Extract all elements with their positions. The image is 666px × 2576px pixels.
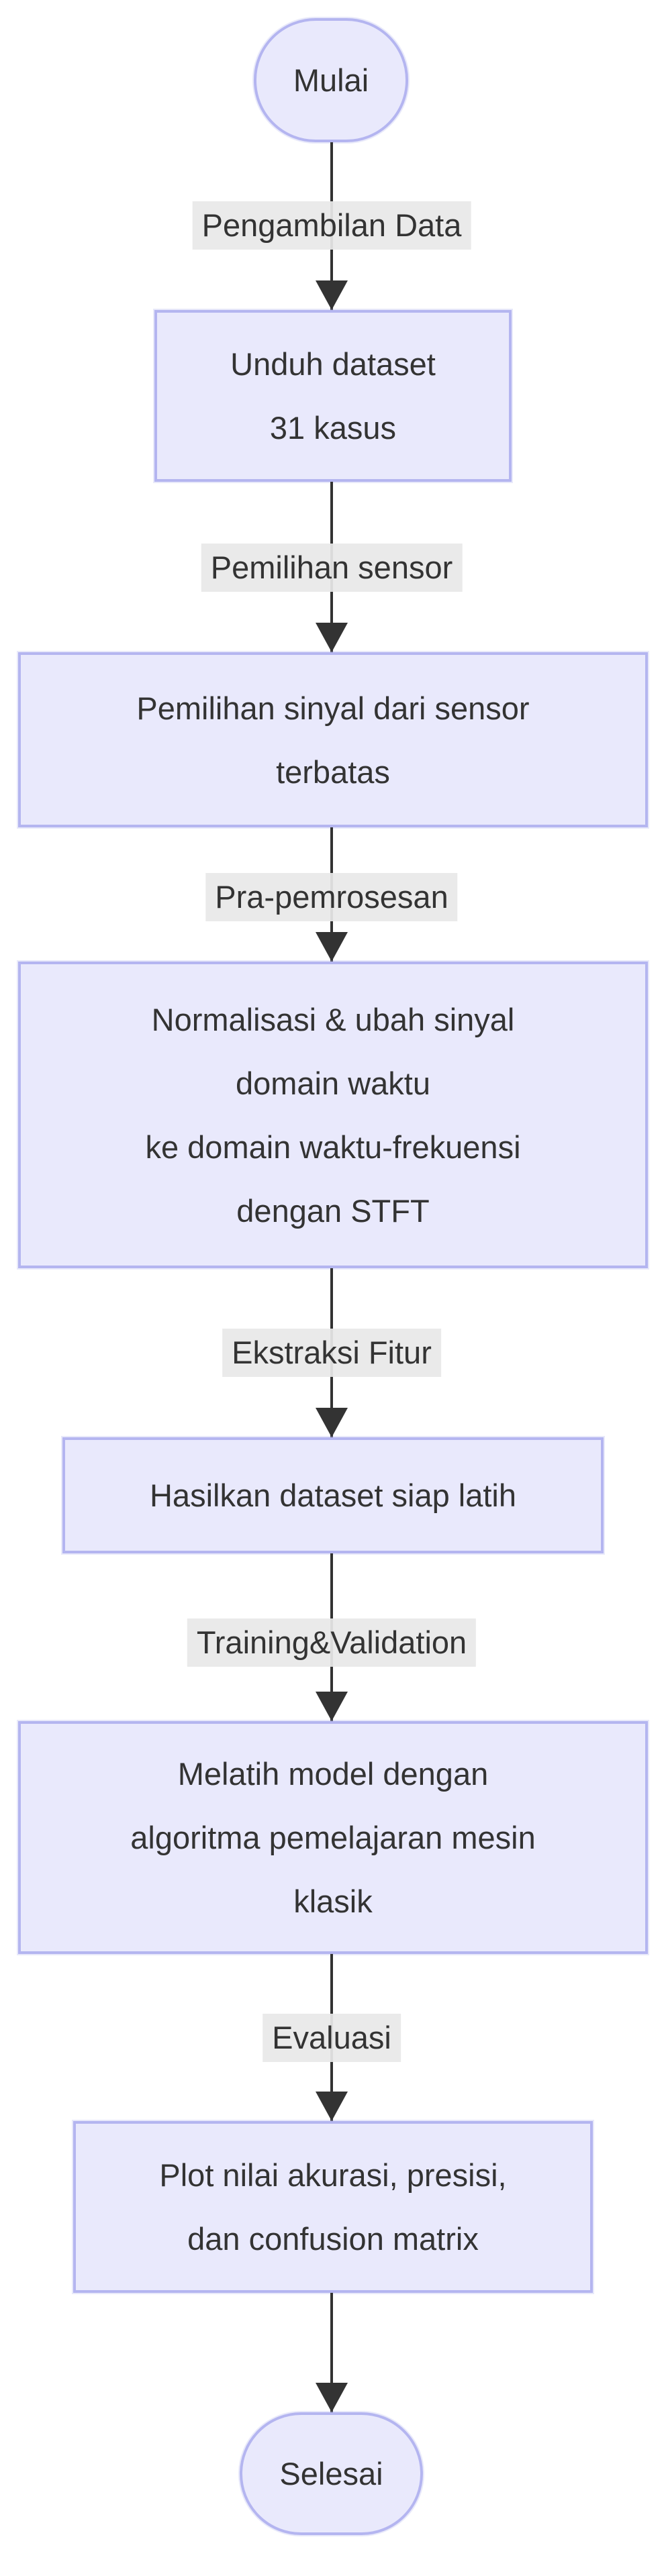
edge-label-ekstraksi-fitur: Ekstraksi Fitur	[222, 1329, 441, 1377]
end-node: Selesai	[240, 2412, 423, 2535]
preprocessing-box: Normalisasi & ubah sinyal domain waktu k…	[18, 962, 648, 1268]
arrowhead-icon-5	[316, 1692, 348, 1721]
arrowhead-icon-2	[316, 623, 348, 652]
download-dataset-box: Unduh dataset 31 kasus	[154, 310, 512, 482]
evaluation-box: Plot nilai akurasi, presisi, dan confusi…	[73, 2121, 593, 2293]
download-dataset-label: Unduh dataset 31 kasus	[230, 346, 436, 446]
edge-label-pengambilan-data: Pengambilan Data	[192, 201, 471, 250]
sensor-selection-box: Pemilihan sinyal dari sensor terbatas	[18, 652, 648, 827]
edge-label-training-validation: Training&Validation	[187, 1618, 477, 1667]
arrowhead-icon-4	[316, 1408, 348, 1437]
feature-dataset-label: Hasilkan dataset siap latih	[149, 1478, 517, 1513]
sensor-selection-label: Pemilihan sinyal dari sensor terbatas	[136, 690, 530, 790]
edge-line-evaluate-end	[330, 2293, 333, 2412]
end-node-label: Selesai	[279, 2456, 383, 2491]
start-node-label: Mulai	[293, 62, 369, 98]
arrowhead-icon-1	[316, 280, 348, 310]
edge-label-pemilihan-sensor: Pemilihan sensor	[201, 544, 463, 592]
edge-label-pra-pemrosesan: Pra-pemrosesan	[205, 873, 458, 921]
start-node: Mulai	[254, 18, 408, 142]
arrowhead-icon-3	[316, 932, 348, 962]
arrowhead-icon-6	[316, 2092, 348, 2121]
edge-label-evaluasi: Evaluasi	[263, 2014, 401, 2062]
feature-dataset-box: Hasilkan dataset siap latih	[62, 1437, 604, 1553]
preprocessing-label: Normalisasi & ubah sinyal domain waktu k…	[145, 1001, 521, 1229]
arrowhead-icon-7	[316, 2383, 348, 2412]
training-box: Melatih model dengan algoritma pemelajar…	[18, 1721, 648, 1954]
evaluation-label: Plot nilai akurasi, presisi, dan confusi…	[159, 2157, 507, 2257]
training-label: Melatih model dengan algoritma pemelajar…	[130, 1756, 536, 1919]
